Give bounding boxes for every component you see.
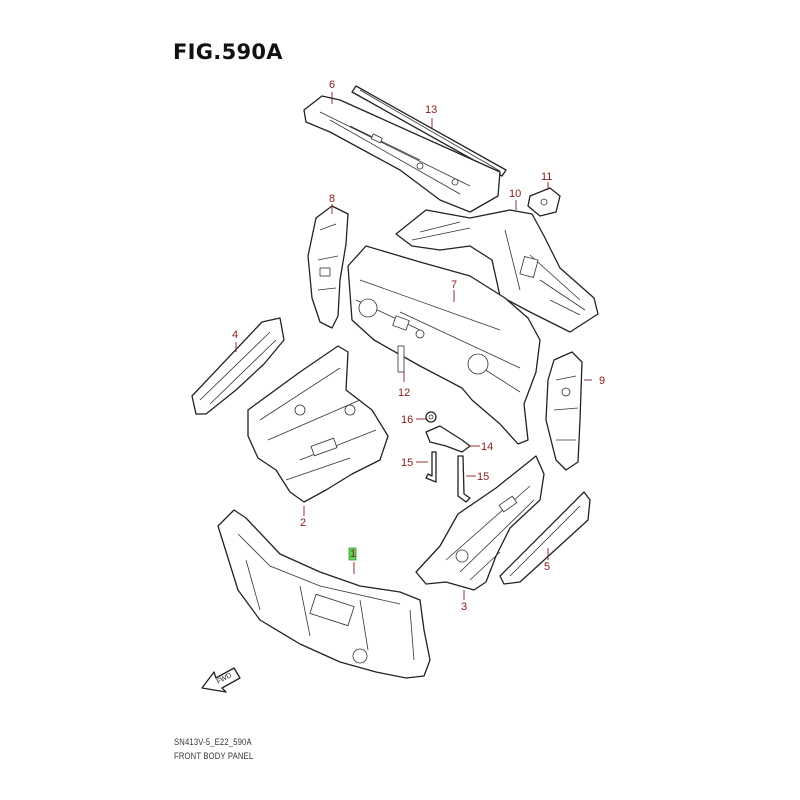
callout-5[interactable]: 5 — [544, 561, 550, 573]
part-9-side-panel[interactable] — [545, 351, 583, 471]
part-13-strip[interactable] — [351, 85, 507, 177]
part-5-apron-reinforcement[interactable] — [499, 491, 591, 585]
callout-11[interactable]: 11 — [541, 171, 552, 183]
part-7-dash-panel[interactable] — [347, 245, 541, 445]
callout-10[interactable]: 10 — [509, 188, 521, 200]
part-14-bracket[interactable] — [425, 425, 471, 453]
part-12-inner-bracket[interactable] — [397, 345, 405, 373]
callout-8[interactable]: 8 — [329, 193, 335, 205]
part-4-apron-reinforcement[interactable] — [191, 317, 285, 415]
part-8-side-panel[interactable] — [307, 205, 349, 329]
leader-lines — [235, 92, 592, 600]
part-11-bracket[interactable] — [527, 187, 561, 217]
part-3-right-apron[interactable] — [415, 455, 545, 591]
callout-1[interactable]: 1 — [350, 548, 356, 560]
callout-9[interactable]: 9 — [599, 375, 605, 387]
callout-3[interactable]: 3 — [461, 601, 467, 613]
callout-14[interactable]: 14 — [481, 441, 493, 453]
callout-13[interactable]: 13 — [425, 104, 437, 116]
callout-1-highlight — [348, 547, 357, 561]
callout-2[interactable]: 2 — [300, 517, 306, 529]
callout-15-left[interactable]: 15 — [401, 457, 413, 469]
part-15-bolt-a[interactable] — [425, 451, 437, 483]
part-15-bolt-b[interactable] — [457, 455, 471, 503]
callout-7[interactable]: 7 — [451, 279, 457, 291]
callout-12[interactable]: 12 — [398, 387, 410, 399]
callout-4[interactable]: 4 — [232, 329, 238, 341]
callout-6[interactable]: 6 — [329, 79, 335, 91]
part-16-nut[interactable] — [425, 411, 437, 423]
fwd-arrow-icon: FWD — [201, 667, 241, 693]
figure-name: FRONT BODY PANEL — [174, 751, 254, 761]
part-10-floor-panel[interactable] — [395, 209, 599, 333]
part-2-left-apron[interactable] — [247, 345, 389, 503]
callout-16[interactable]: 16 — [401, 414, 413, 426]
figure-code: SN413V-5_E22_590A — [174, 737, 252, 747]
part-6-cowl-panel[interactable] — [303, 95, 501, 213]
part-1-radiator-support[interactable] — [217, 509, 431, 679]
figure-title: FIG.590A — [173, 40, 283, 64]
callout-15-right[interactable]: 15 — [477, 471, 489, 483]
